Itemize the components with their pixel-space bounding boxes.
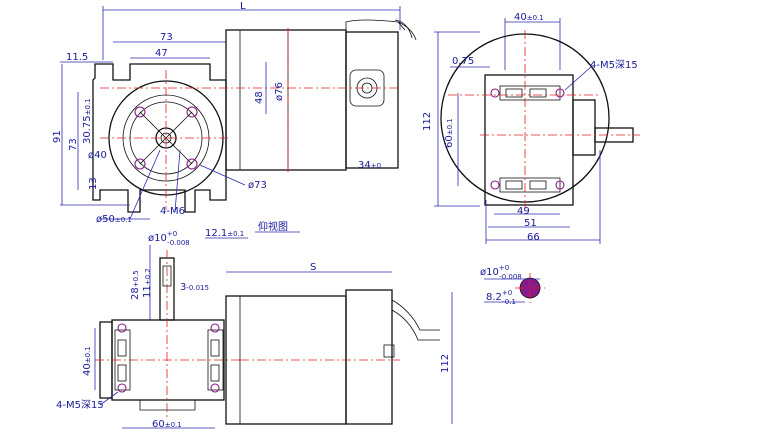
dim-60: 60±0.1 <box>444 118 455 148</box>
callout-4-m5-bottom: 4-M5深15 <box>56 399 104 411</box>
dim-40-top: 40±0.1 <box>514 12 544 23</box>
dim-66: 66 <box>527 232 540 243</box>
dim-phi10: ø10+0-0.008 <box>148 230 190 247</box>
dim-phi40: ø40 <box>88 150 107 161</box>
dim-11-5: 11.5 <box>66 52 88 63</box>
dim-phi73: ø73 <box>248 180 267 191</box>
dim-phi76: ø76 <box>274 82 285 101</box>
dim-S: S <box>310 262 316 273</box>
dim-3: 3-0.015 <box>180 282 209 293</box>
callout-4-m5-top: 4-M5深15 <box>590 59 638 71</box>
dim-28: 28+0.5 <box>130 270 141 300</box>
shaft-section: ø10+0-0.008 8.2+0-0.1 <box>480 264 545 306</box>
bottom-view: ø10+0-0.008 12.1±0.1 仰视图 28+0.5 11+0.2 3… <box>56 220 453 430</box>
dim-phi50: ø50±0.1 <box>96 214 132 225</box>
dim-11: 11+0.2 <box>142 268 153 298</box>
dim-L: L <box>240 1 246 12</box>
dim-34: 34+0 <box>358 160 381 171</box>
dim-60-bottom: 60±0.1 <box>152 419 182 430</box>
dim-13: 13 <box>88 177 99 190</box>
view-label-bottom: 仰视图 <box>258 220 288 233</box>
front-view: L 73 47 11.5 <box>52 1 417 225</box>
dim-112: 112 <box>422 112 433 131</box>
dim-12-1: 12.1±0.1 <box>205 228 244 239</box>
side-view: 40±0.1 0.75 4-M5深15 112 60±0.1 <box>422 12 640 244</box>
dim-51: 51 <box>524 218 537 229</box>
dim-47: 47 <box>155 48 168 59</box>
dim-0-75: 0.75 <box>452 56 474 67</box>
dim-91: 91 <box>52 130 63 143</box>
dim-49: 49 <box>517 206 530 217</box>
callout-4-m6: 4-M6 <box>160 206 185 217</box>
dim-73: 73 <box>160 32 173 43</box>
dim-112-bottom: 112 <box>440 354 451 373</box>
dim-48: 48 <box>254 91 265 104</box>
dim-8-2: 8.2+0-0.1 <box>486 289 516 306</box>
dim-40-vertical: 40±0.1 <box>82 346 93 376</box>
dim-30-75: 30.75±0.1 <box>82 98 93 144</box>
dim-phi10-section: ø10+0-0.008 <box>480 264 522 281</box>
dim-73-vertical: 73 <box>68 138 79 151</box>
